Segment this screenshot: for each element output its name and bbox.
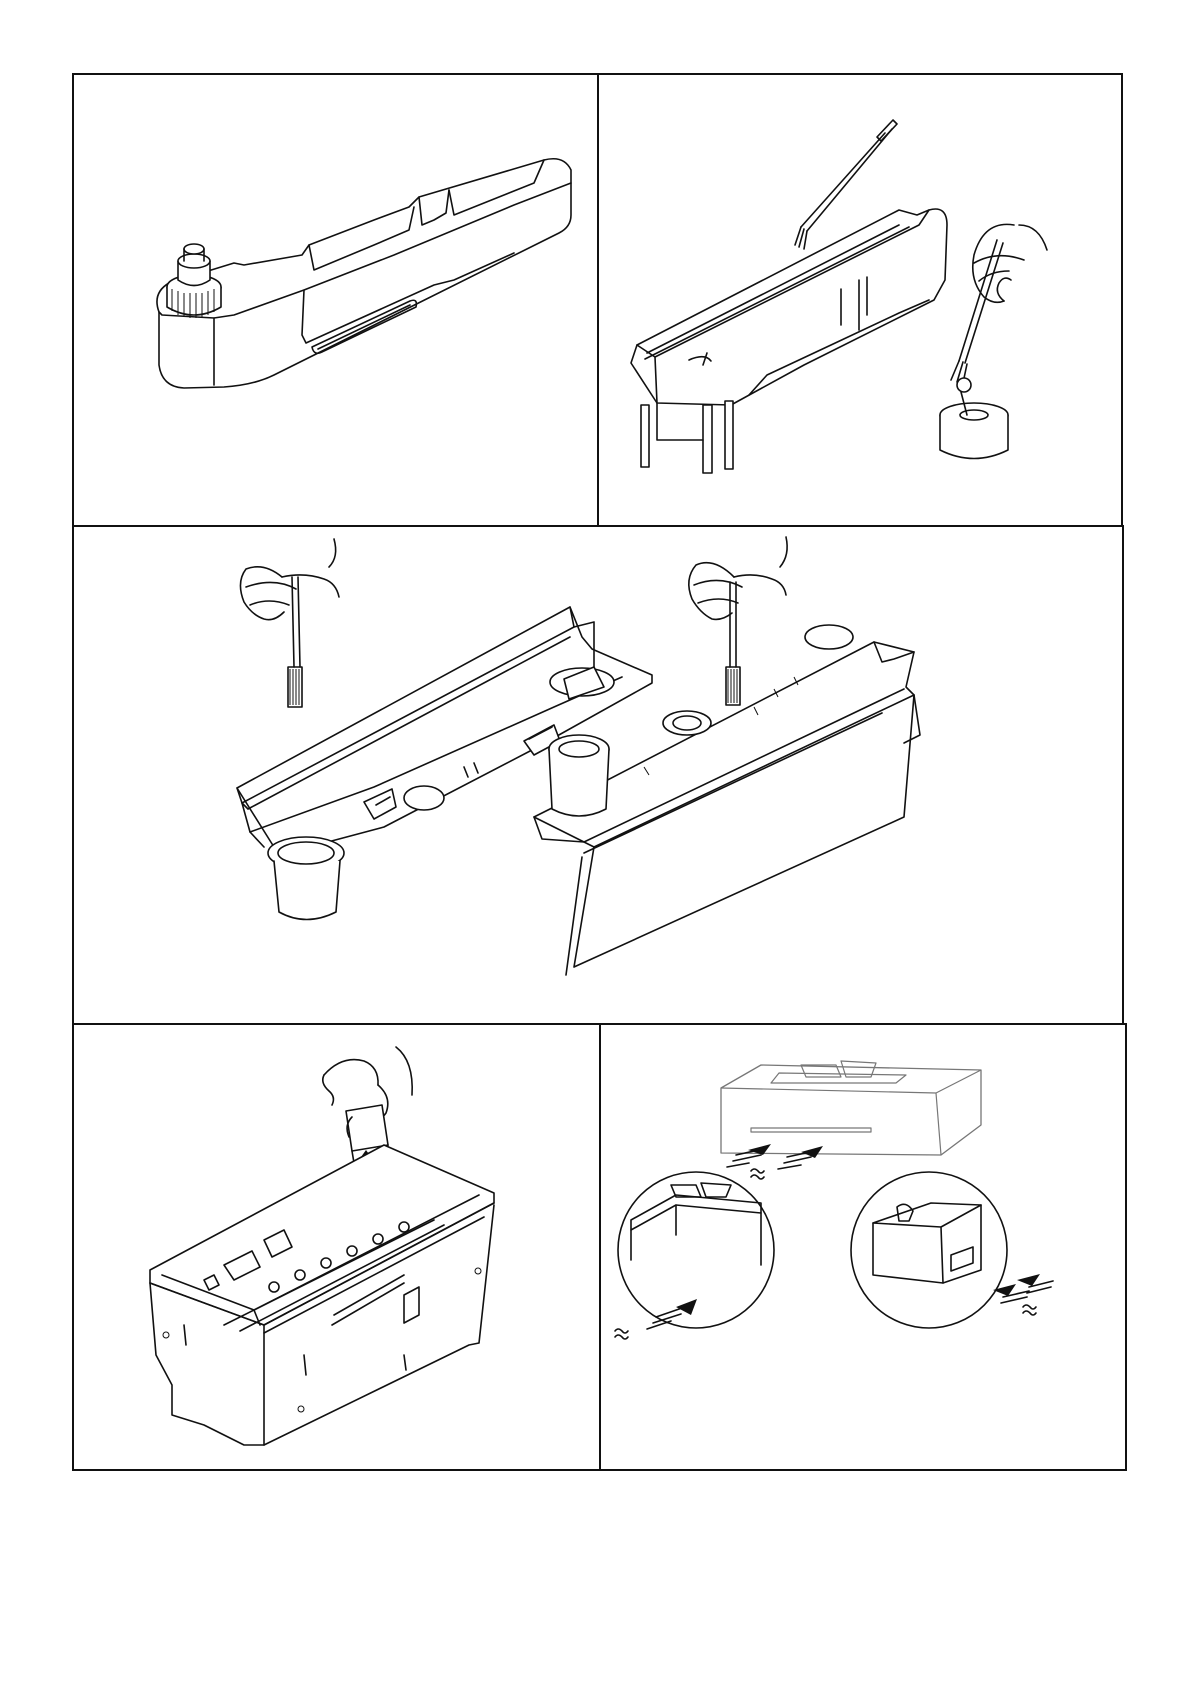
figure-panel-tank (72, 73, 600, 528)
water-tank-illustration (74, 75, 602, 530)
figure-panel-tray-brush (597, 73, 1123, 528)
figure-panel-airflow (599, 1023, 1127, 1471)
base-lift-illustration (74, 1025, 604, 1473)
tray-cleaning-illustration (599, 75, 1125, 530)
housing-cleaning-illustration (74, 527, 1126, 1027)
figure-panel-base-lift (72, 1023, 602, 1471)
airflow-illustration (601, 1025, 1129, 1473)
figure-panel-housing-brush (72, 525, 1124, 1025)
